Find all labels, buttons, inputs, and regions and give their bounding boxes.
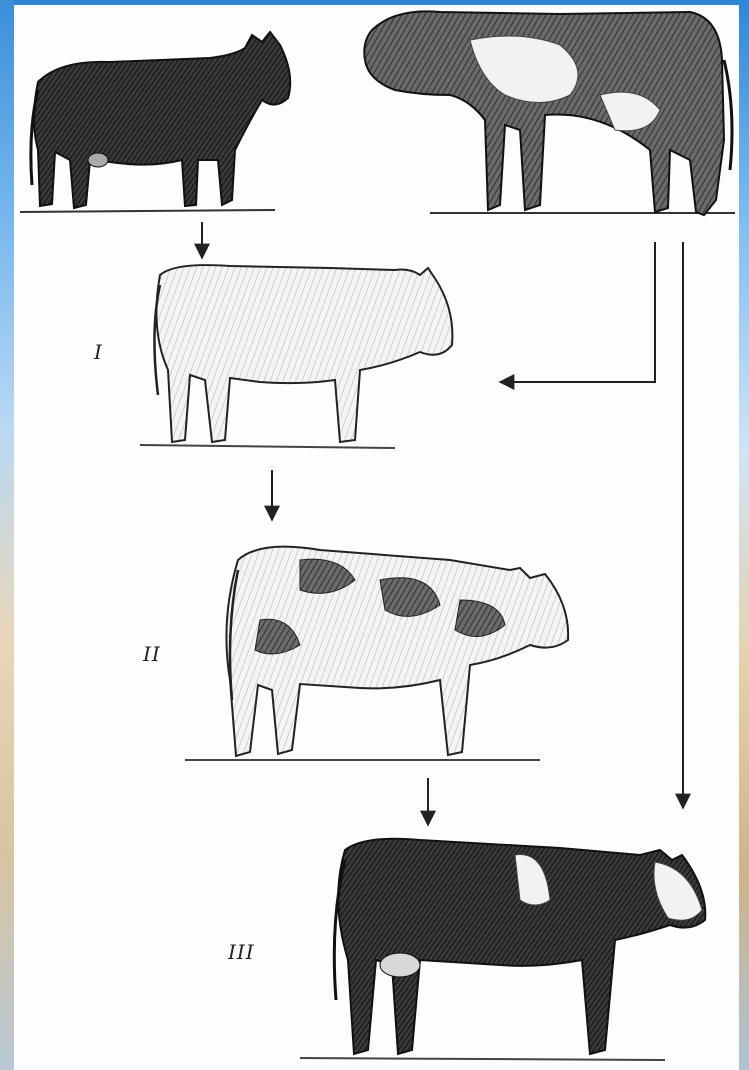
generation-label-3: III [228, 940, 255, 964]
generation-1-cow [140, 265, 452, 448]
arrow-bull-to-gen1 [500, 242, 655, 382]
ground-line [300, 1058, 665, 1060]
parent-bull-spotted [364, 11, 735, 215]
generation-label-1: I [94, 340, 103, 364]
generation-3-cow [300, 839, 705, 1060]
ground-line [140, 445, 395, 448]
parent-cow-dark [20, 32, 290, 212]
ground-line [20, 210, 275, 212]
generation-2-cow [185, 547, 568, 760]
generation-label-2: II [143, 642, 161, 666]
